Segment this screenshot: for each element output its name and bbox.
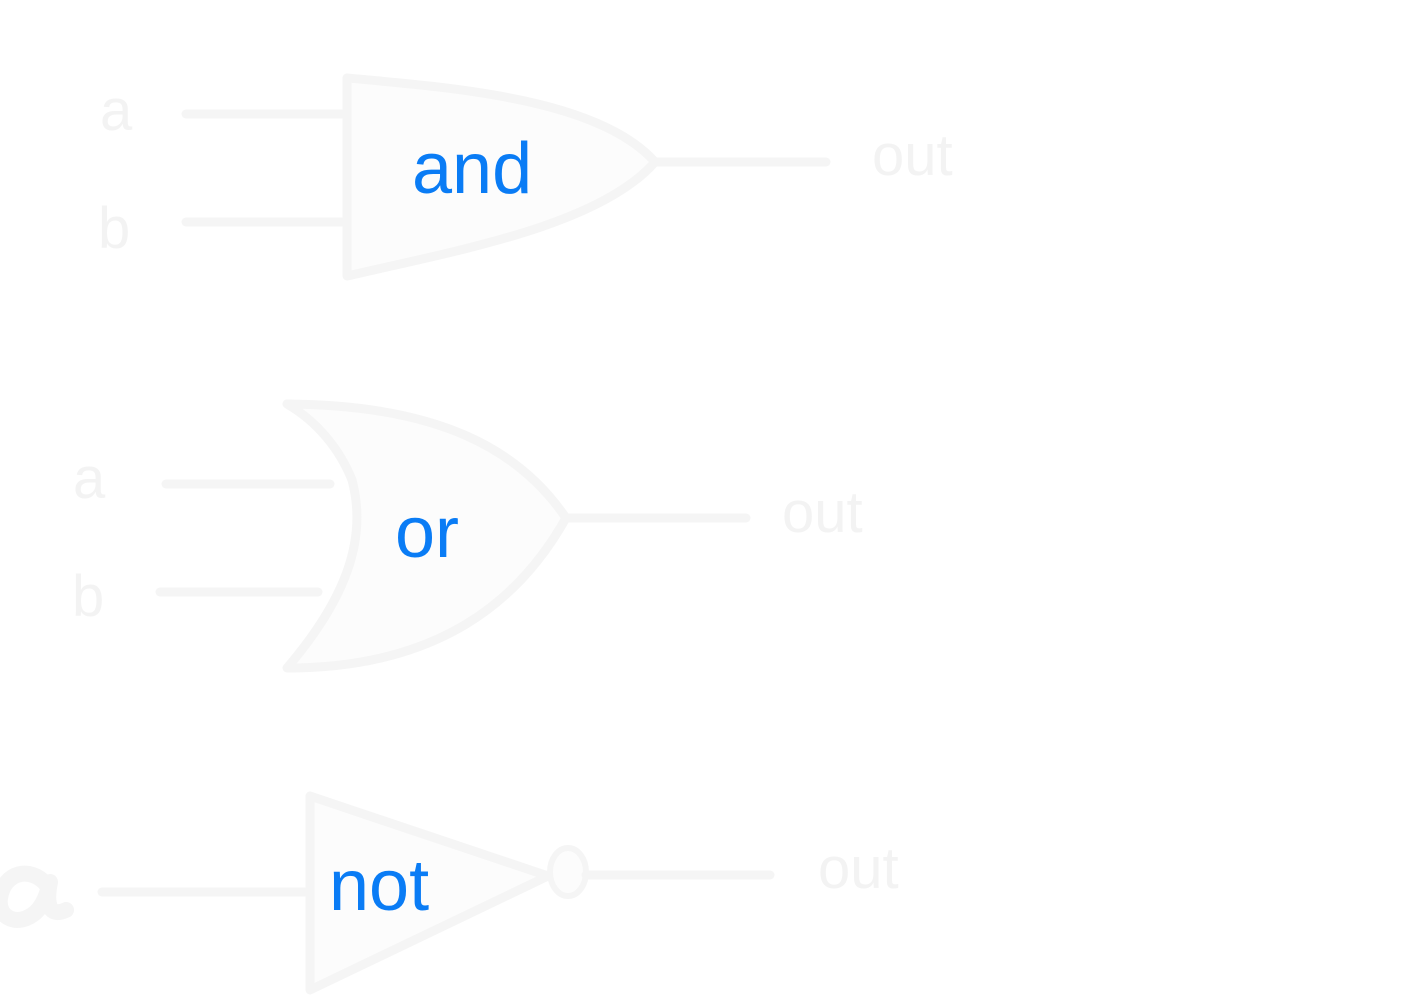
not-gate-label: not xyxy=(329,846,429,926)
and-input-b-label: b xyxy=(98,196,130,261)
not-input-script-a-mark xyxy=(0,865,74,928)
and-gate: a b out and xyxy=(98,73,953,281)
and-input-a-label: a xyxy=(100,78,133,143)
or-input-b-label: b xyxy=(72,564,104,629)
or-gate-label: or xyxy=(395,493,459,573)
not-inversion-bubble xyxy=(547,845,589,899)
and-output-label: out xyxy=(872,123,953,188)
not-output-label: out xyxy=(818,836,899,901)
not-gate: out not xyxy=(0,791,899,995)
or-input-a-label: a xyxy=(73,446,106,511)
and-gate-label: and xyxy=(412,129,532,209)
or-output-label: out xyxy=(782,480,863,545)
or-gate-body xyxy=(282,399,571,673)
or-gate: a b out or xyxy=(72,399,863,673)
not-gate-body xyxy=(305,791,553,995)
